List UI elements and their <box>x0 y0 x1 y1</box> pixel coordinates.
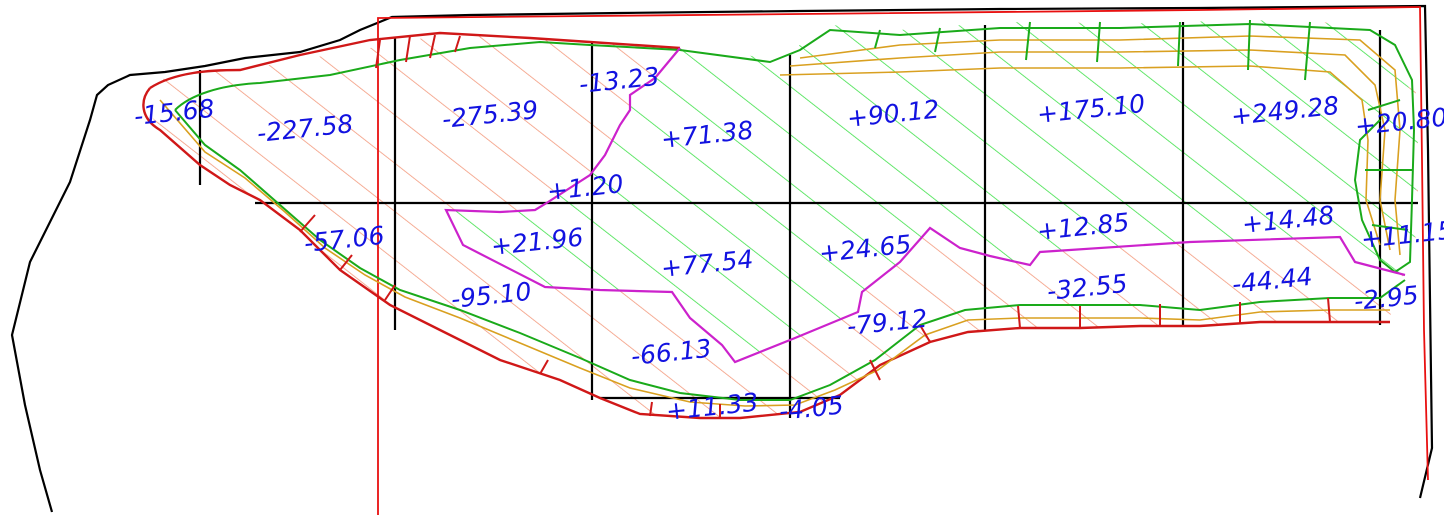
volume-label: -4.05 <box>778 390 845 426</box>
slope-top <box>174 22 1416 401</box>
zero-line <box>444 47 1406 364</box>
volume-label: -2.95 <box>1353 280 1420 316</box>
site-boundary <box>10 4 1434 515</box>
contour-lines <box>159 35 1401 407</box>
slope-toe <box>142 31 1390 420</box>
slope-ticks <box>299 34 1331 418</box>
fill-slope-ticks <box>874 19 1412 231</box>
